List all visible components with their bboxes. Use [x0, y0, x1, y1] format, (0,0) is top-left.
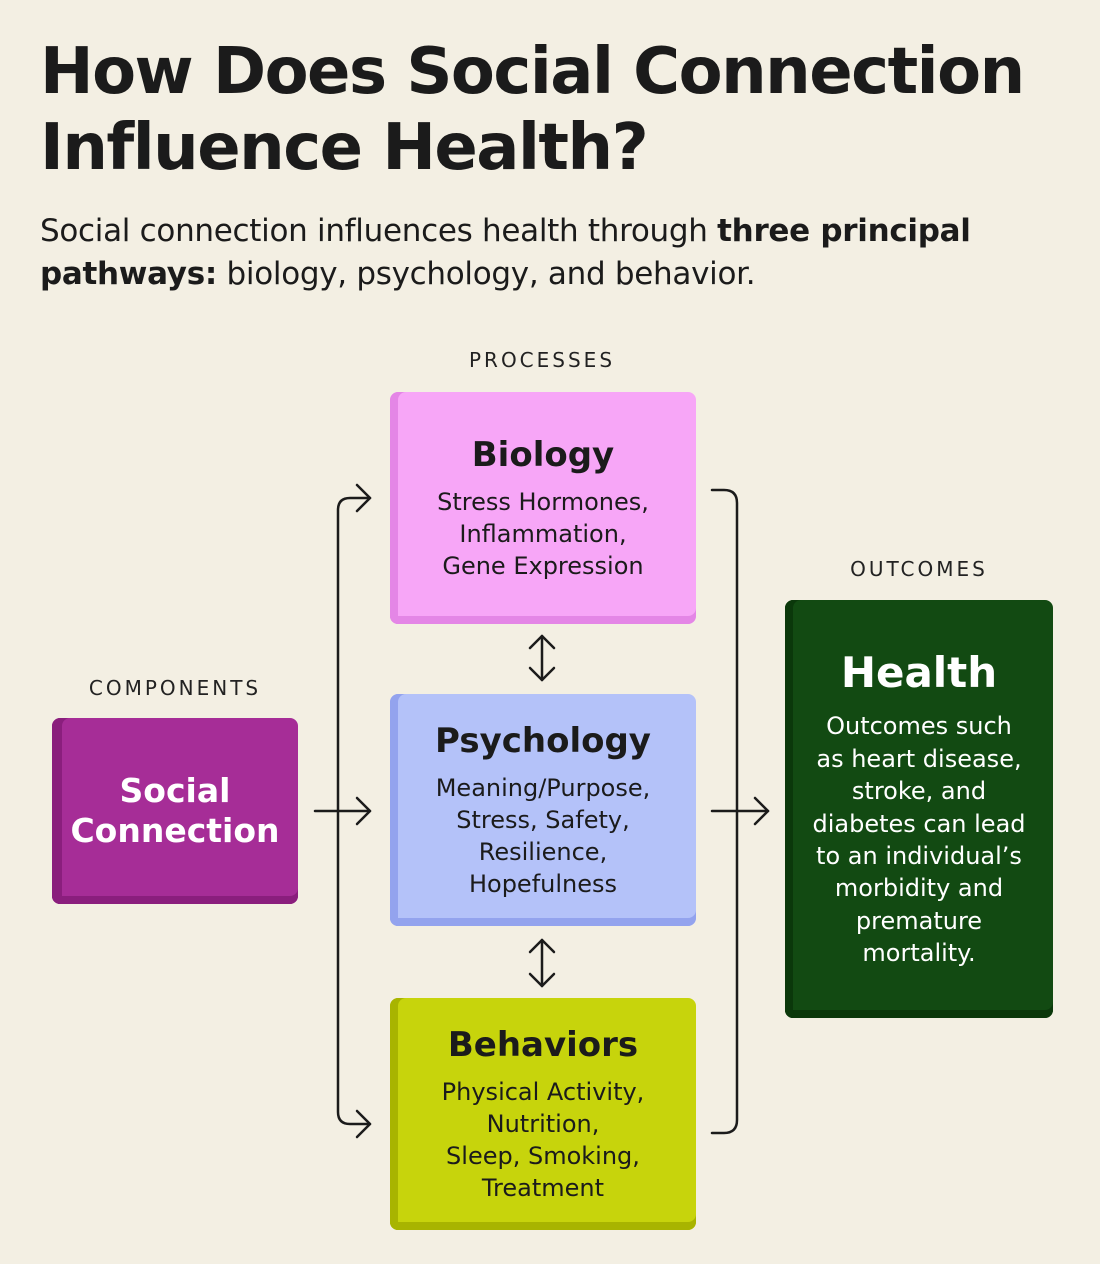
behaviors-line: Physical Activity,: [441, 1078, 645, 1106]
biology-box: Biology Stress Hormones, Inflammation, G…: [390, 392, 696, 624]
left-bracket: [336, 496, 372, 1126]
psychology-line: Stress, Safety,: [456, 806, 630, 834]
biology-line: Inflammation,: [459, 520, 627, 548]
social-connection-line1: Social: [119, 771, 231, 810]
arrow-to-biology: [355, 483, 372, 513]
behaviors-line: Treatment: [481, 1174, 605, 1202]
arrow-to-behaviors: [355, 1109, 372, 1139]
psychology-line: Resilience,: [478, 838, 608, 866]
behaviors-line: Sleep, Smoking,: [446, 1142, 640, 1170]
page-subtitle: Social connection influences health thro…: [40, 210, 1040, 296]
psychology-body: Meaning/Purpose, Stress, Safety, Resilie…: [436, 772, 651, 900]
outcomes-label: OUTCOMES: [850, 557, 988, 581]
behaviors-body: Physical Activity, Nutrition, Sleep, Smo…: [442, 1076, 645, 1204]
subtitle-prefix: Social connection influences health thro…: [40, 213, 718, 249]
behaviors-title: Behaviors: [447, 1025, 639, 1065]
psychology-line: Meaning/Purpose,: [435, 774, 651, 802]
health-line: Outcomes such: [826, 712, 1012, 741]
behaviors-box: Behaviors Physical Activity, Nutrition, …: [390, 998, 696, 1230]
processes-label: PROCESSES: [468, 348, 616, 372]
biology-line: Stress Hormones,: [437, 488, 649, 516]
biology-line: Gene Expression: [442, 552, 644, 580]
subtitle-suffix: biology, psychology, and behavior.: [216, 256, 756, 292]
health-line: to an individual’s: [816, 842, 1022, 870]
health-line: diabetes can lead: [812, 809, 1026, 838]
health-line: mortality.: [862, 939, 976, 968]
psychology-box: Psychology Meaning/Purpose, Stress, Safe…: [390, 694, 696, 926]
biology-title: Biology: [471, 435, 615, 475]
subtitle-bold: three principal pathways:: [40, 213, 971, 292]
behaviors-line: Nutrition,: [486, 1110, 600, 1138]
biology-body: Stress Hormones, Inflammation, Gene Expr…: [437, 486, 649, 582]
social-connection-title: Social Connection: [70, 771, 279, 851]
health-title: Health: [840, 648, 998, 698]
health-body: Outcomes such as heart disease, stroke, …: [794, 710, 1043, 969]
psychology-title: Psychology: [435, 721, 651, 761]
health-line: stroke, and: [851, 777, 987, 806]
social-connection-box: Social Connection: [52, 718, 298, 904]
health-line: morbidity and: [834, 874, 1004, 903]
psychology-line: Hopefulness: [468, 870, 618, 898]
page-title: How Does Social Connection Influence Hea…: [40, 35, 1025, 185]
health-box: Health Outcomes such as heart disease, s…: [785, 600, 1053, 1018]
health-line: premature: [855, 906, 983, 935]
health-line: as heart disease,: [816, 744, 1022, 773]
social-connection-line2: Connection: [70, 811, 280, 850]
components-label: COMPONENTS: [88, 676, 262, 700]
